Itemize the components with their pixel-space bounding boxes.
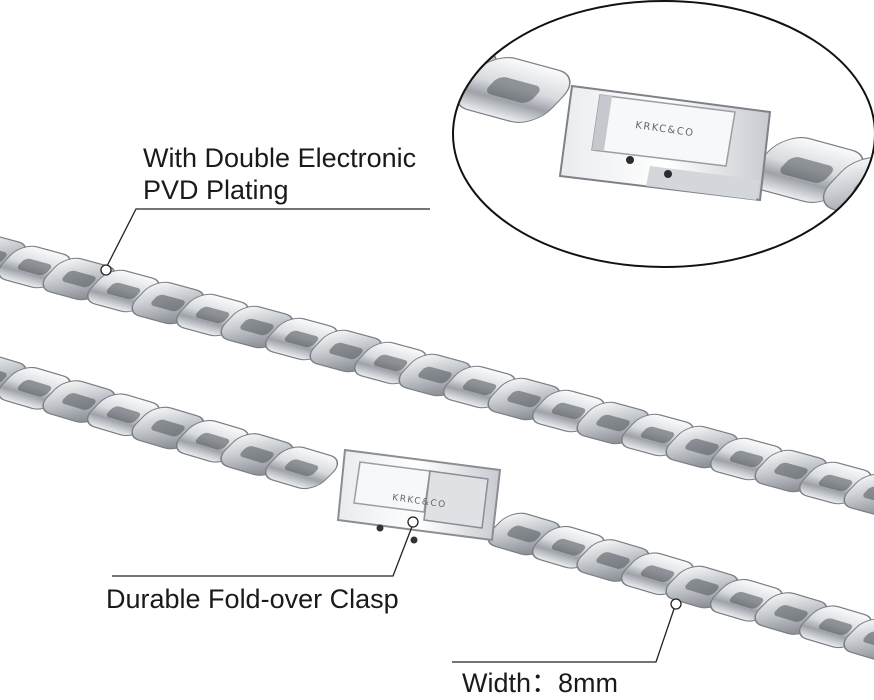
clasp-closeup: KRKC&CO — [452, 0, 874, 268]
plating-annotation: With Double Electronic PVD Plating — [143, 142, 416, 206]
chain-link — [843, 618, 874, 662]
callout-plating — [100, 208, 430, 276]
chain-link — [456, 57, 571, 123]
chain-lower — [0, 353, 874, 662]
width-annotation: Width：8mm — [462, 668, 619, 698]
clasp-annotation: Durable Fold-over Clasp — [106, 584, 399, 614]
chain-link — [264, 446, 339, 490]
callout-width — [452, 598, 682, 663]
callout-clasp — [112, 516, 419, 577]
clasp: KRKC&CO — [336, 448, 502, 544]
chain-link — [843, 473, 874, 517]
chain-upper — [0, 233, 874, 517]
plating-line-1: With Double Electronic — [143, 143, 417, 173]
plating-line-2: PVD Plating — [143, 175, 289, 205]
